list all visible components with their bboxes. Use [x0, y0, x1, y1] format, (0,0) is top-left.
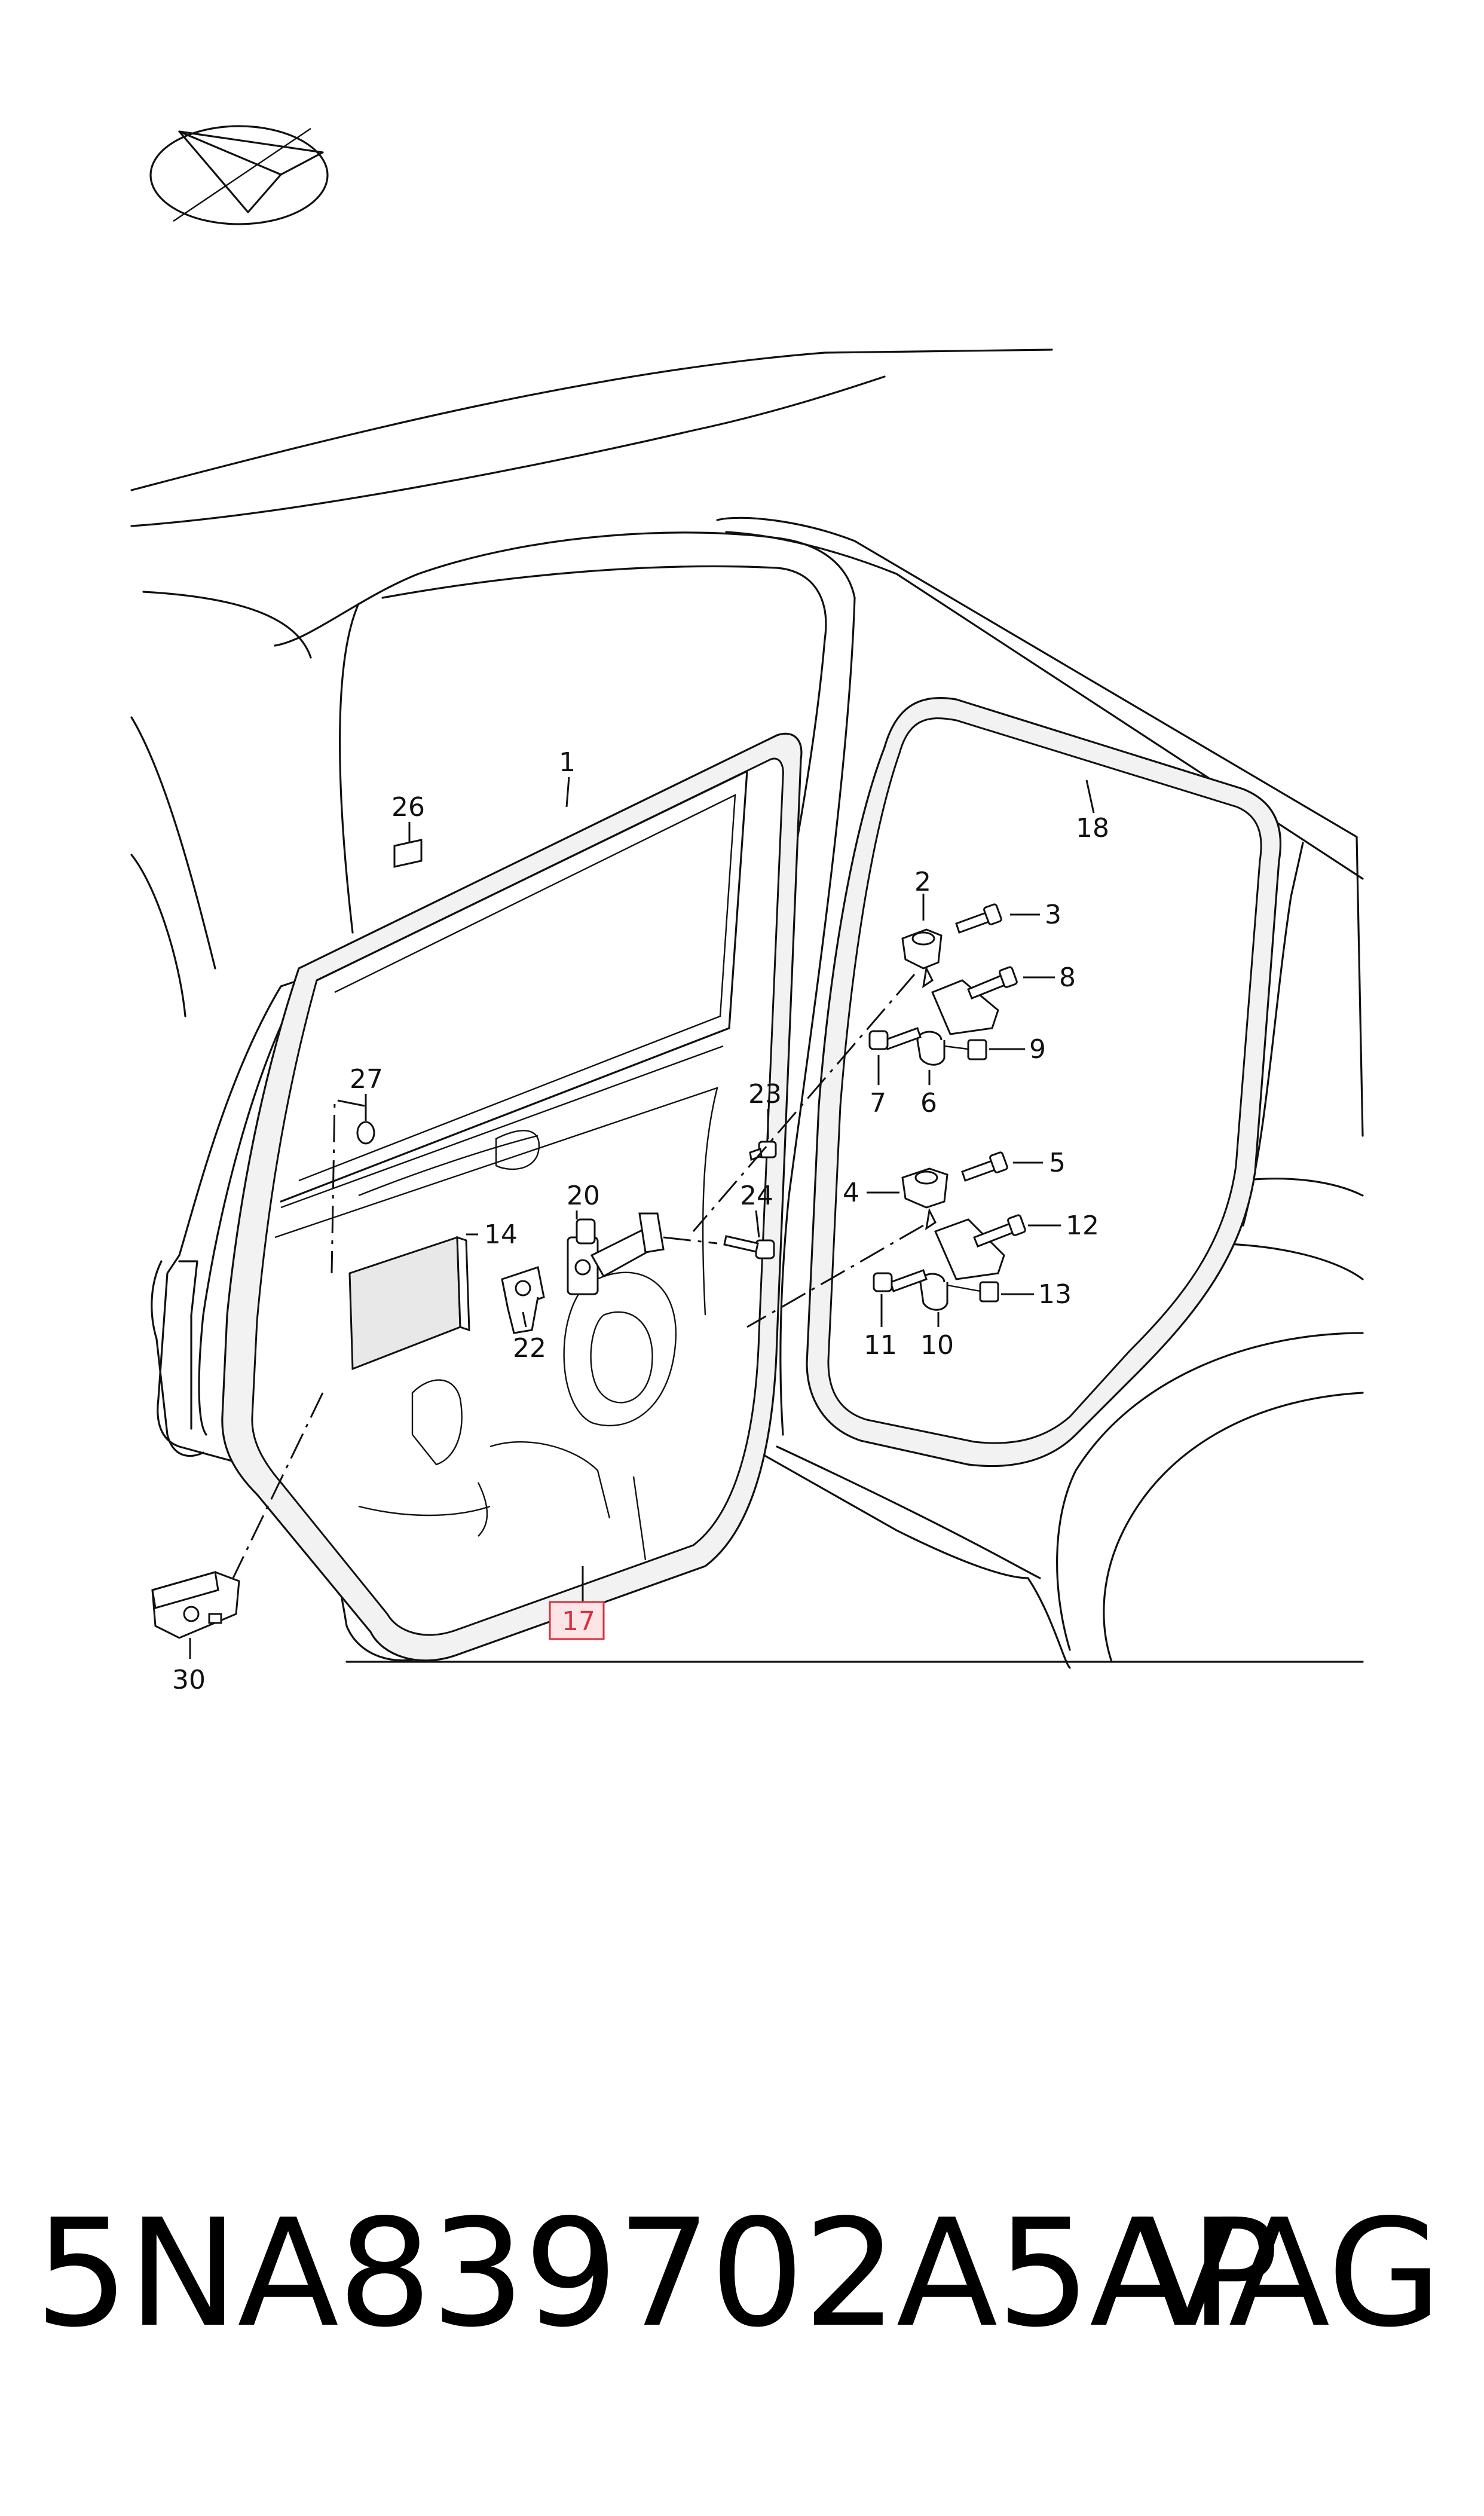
callout-9: 9 [1029, 1034, 1046, 1065]
upper-hinge [901, 928, 999, 1066]
brand-name: VAG [1136, 2188, 1442, 2360]
callout-30: 30 [172, 1665, 206, 1695]
orientation-arrow-icon [149, 125, 329, 225]
callout-24: 24 [740, 1181, 773, 1211]
bolt-24 [723, 1235, 775, 1259]
bolt-8 [967, 966, 1018, 999]
leader-lines [189, 776, 1095, 1659]
callout-17: 17 [562, 1606, 595, 1637]
bolt-12 [973, 1214, 1026, 1248]
callout-4: 4 [843, 1178, 859, 1208]
callout-1: 1 [559, 747, 576, 778]
callout-18: 18 [1076, 813, 1109, 843]
callout-8: 8 [1059, 962, 1076, 993]
bolt-7 [868, 1027, 922, 1050]
bolt-23 [749, 1141, 777, 1161]
screw-13 [947, 1281, 999, 1303]
lower-hinge [901, 1167, 1005, 1311]
plug [356, 1121, 375, 1145]
door-lock-part [151, 1571, 240, 1639]
door-check-strap [567, 1212, 665, 1295]
callout-6: 6 [920, 1088, 937, 1118]
part-number: 5NA839702A5AP [35, 2188, 1279, 2360]
callout-14: 14 [484, 1219, 518, 1250]
bolt-3 [955, 903, 1002, 934]
callout-23: 23 [748, 1079, 782, 1109]
callout-10: 10 [920, 1330, 954, 1361]
callout-11: 11 [864, 1330, 897, 1361]
callout-2: 2 [914, 867, 931, 897]
bolt-5 [961, 1151, 1008, 1182]
callout-7: 7 [870, 1088, 886, 1118]
callout-22: 22 [513, 1333, 546, 1364]
callout-17-highlight[interactable]: 17 [549, 1601, 605, 1640]
callout-26: 26 [391, 792, 425, 823]
bolt-11 [873, 1269, 928, 1292]
screw-9 [944, 1039, 987, 1060]
callout-5: 5 [1049, 1148, 1066, 1178]
exploded-parts-diagram: 1 18 2 3 8 9 7 6 23 24 4 5 12 13 11 10 1… [130, 125, 1364, 1695]
callout-20: 20 [567, 1181, 600, 1211]
callout-3: 3 [1045, 900, 1061, 930]
door-catch-bracket [501, 1266, 545, 1334]
callout-12: 12 [1066, 1210, 1099, 1241]
rear-door [151, 732, 803, 1662]
label-sticker [393, 839, 423, 868]
callout-27: 27 [350, 1064, 383, 1095]
dampening-pad [348, 1236, 470, 1371]
callout-13: 13 [1038, 1279, 1072, 1310]
